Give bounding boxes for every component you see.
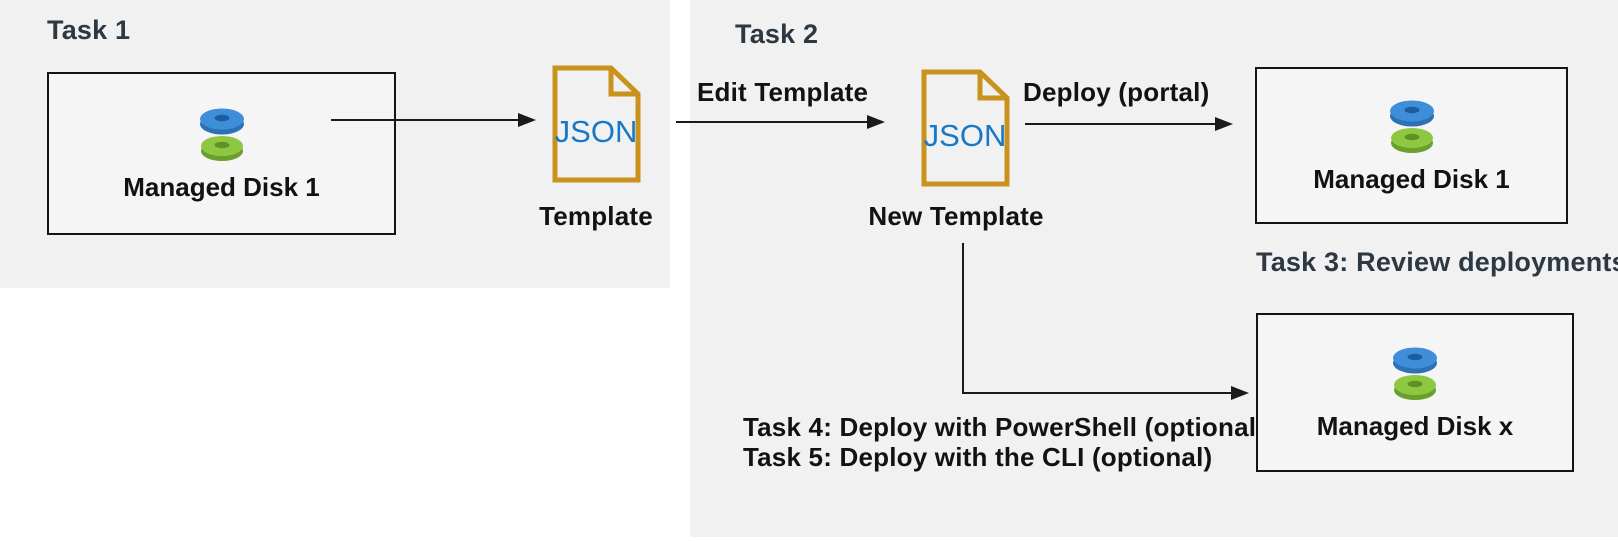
edit-template-arrow-label: Edit Template (697, 77, 869, 107)
json-file-text: JSON (555, 114, 638, 149)
template-label: Template (539, 201, 653, 231)
deploy-portal-arrow-label: Deploy (portal) (1023, 77, 1210, 107)
new-template-label: New Template (868, 201, 1044, 231)
json-file-text: JSON (924, 118, 1007, 153)
template-file: JSON (548, 64, 645, 189)
new-template-file: JSON (917, 68, 1014, 193)
task3-heading: Task 3: Review deployments (1256, 247, 1618, 277)
managed-disk-1-deployed-label: Managed Disk 1 (1313, 163, 1510, 194)
task4-heading: Task 4: Deploy with PowerShell (optional… (743, 412, 1266, 442)
json-file-icon: JSON (921, 69, 1010, 187)
task1-heading: Task 1 (47, 15, 131, 45)
managed-disk-1-deployed-box: Managed Disk 1 (1255, 67, 1568, 224)
task5-heading: Task 5: Deploy with the CLI (optional) (743, 442, 1213, 472)
json-file-icon: JSON (552, 65, 641, 183)
managed-disk-1-source-label: Managed Disk 1 (123, 171, 320, 202)
managed-disk-x-box: Managed Disk x (1256, 313, 1574, 472)
managed-disk-icon (1393, 347, 1437, 400)
task2-heading: Task 2 (735, 19, 819, 49)
managed-disk-x-label: Managed Disk x (1316, 410, 1514, 441)
task45-label-block: Task 4: Deploy with PowerShell (optional… (743, 412, 1265, 472)
managed-disk-icon (199, 108, 244, 161)
managed-disk-icon (1389, 100, 1434, 153)
managed-disk-1-source-box: Managed Disk 1 (47, 72, 396, 235)
